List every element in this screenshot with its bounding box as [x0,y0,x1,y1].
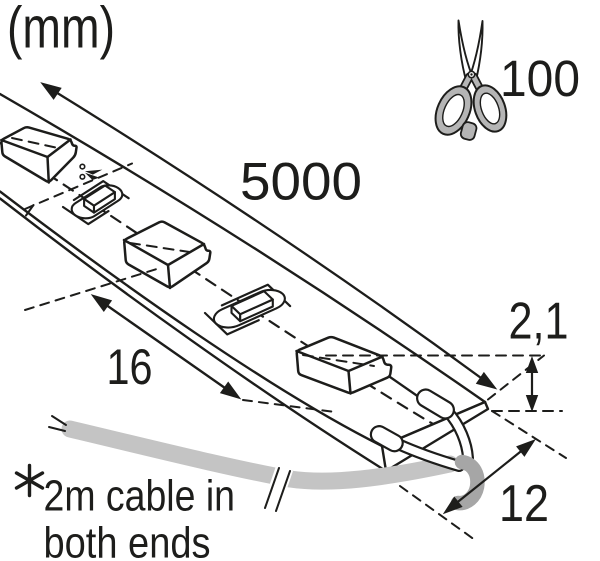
svg-text:(mm): (mm) [7,0,115,61]
svg-text:16: 16 [107,339,153,395]
svg-text:5000: 5000 [240,153,362,212]
svg-text:12: 12 [499,475,549,533]
svg-text:2m cable in: 2m cable in [44,471,236,520]
svg-text:both ends: both ends [44,519,211,561]
svg-text:2,1: 2,1 [509,293,569,351]
svg-text:100: 100 [500,50,580,107]
